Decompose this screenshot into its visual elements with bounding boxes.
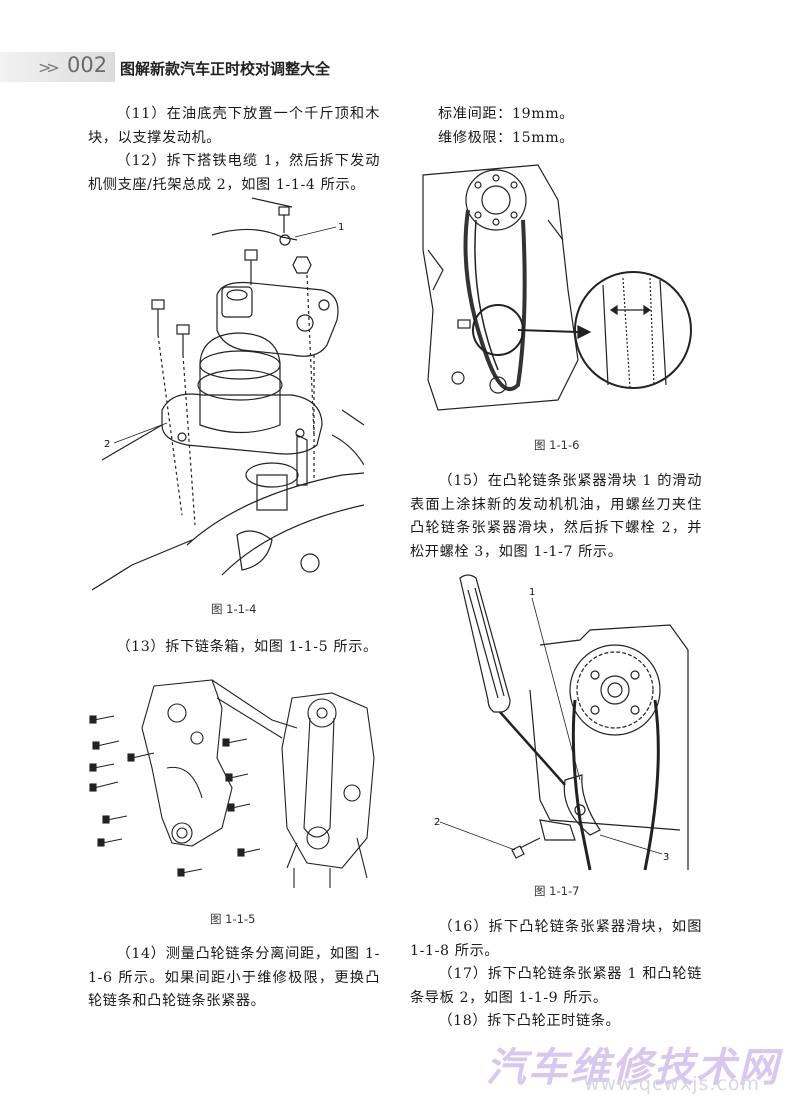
figure-1-1-4-engine-mount: 1 2 <box>92 197 364 591</box>
figure-1-1-4-caption: 图 1-1-4 <box>211 602 257 616</box>
right-text-bottom: （16）拆下凸轮链条张紧器滑块，如图 1-1-8 所示。 （17）拆下凸轮链条张… <box>410 916 702 1034</box>
figure-1-1-5-chain-case <box>89 679 375 888</box>
book-title: 图解新款汽车正时校对调整大全 <box>120 60 331 78</box>
figure-1-1-7-label-1: 1 <box>529 587 535 598</box>
service-limit: 维修极限：15mm。 <box>438 129 575 146</box>
standard-spacing: 标准间距：19mm。 <box>438 106 575 122</box>
watermark-title: 汽车维修技术网 <box>486 1045 780 1091</box>
step-11: （11）在油底壳下放置一个千斤顶和木块，以支撑发动机。 <box>88 106 380 146</box>
right-text-15: （15）在凸轮链条张紧器滑块 1 的滑动表面上涂抹新的发动机机油，用螺丝刀夹住凸… <box>410 470 702 564</box>
header-bar <box>0 52 115 82</box>
step-15: （15）在凸轮链条张紧器滑块 1 的滑动表面上涂抹新的发动机机油，用螺丝刀夹住凸… <box>410 473 702 560</box>
figure-1-1-7-label-2: 2 <box>434 817 440 828</box>
left-text-13: （13）拆下链条箱，如图 1-1-5 所示。 <box>88 636 380 660</box>
left-text-14: （14）测量凸轮链条分离间距，如图 1-1-6 所示。如果间距小于维修极限，更换… <box>88 943 380 1014</box>
figure-1-1-7-tensioner-slider: 1 2 3 <box>434 574 689 871</box>
right-text-top: 标准间距：19mm。 维修极限：15mm。 <box>410 103 702 150</box>
step-14: （14）测量凸轮链条分离间距，如图 1-1-6 所示。如果间距小于维修极限，更换… <box>88 946 380 1009</box>
figure-1-1-6-caption: 图 1-1-6 <box>534 438 580 452</box>
step-18: （18）拆下凸轮正时链条。 <box>438 1013 621 1029</box>
step-12: （12）拆下搭铁电缆 1，然后拆下发动机侧支座/托架总成 2，如图 1-1-4 … <box>88 153 380 193</box>
watermark-url: www.qcwxjs.com <box>583 1073 760 1095</box>
figure-1-1-4-label-2: 2 <box>104 439 110 450</box>
figure-1-1-4-label-1: 1 <box>338 222 344 233</box>
step-13: （13）拆下链条箱，如图 1-1-5 所示。 <box>116 639 378 655</box>
figure-1-1-6-chain-spacing <box>422 164 692 411</box>
left-text-top: （11）在油底壳下放置一个千斤顶和木块，以支撑发动机。 （12）拆下搭铁电缆 1… <box>88 103 380 197</box>
figure-1-1-7-caption: 图 1-1-7 <box>534 884 580 898</box>
step-17: （17）拆下凸轮链条张紧器 1 和凸轮链条导板 2，如图 1-1-9 所示。 <box>410 966 702 1006</box>
page-number: 002 <box>67 53 108 77</box>
figure-1-1-5-caption: 图 1-1-5 <box>210 912 256 926</box>
figure-1-1-7-label-3: 3 <box>663 852 669 863</box>
step-16: （16）拆下凸轮链条张紧器滑块，如图 1-1-8 所示。 <box>410 919 702 959</box>
chevron-double-right-icon: >> <box>38 58 60 77</box>
